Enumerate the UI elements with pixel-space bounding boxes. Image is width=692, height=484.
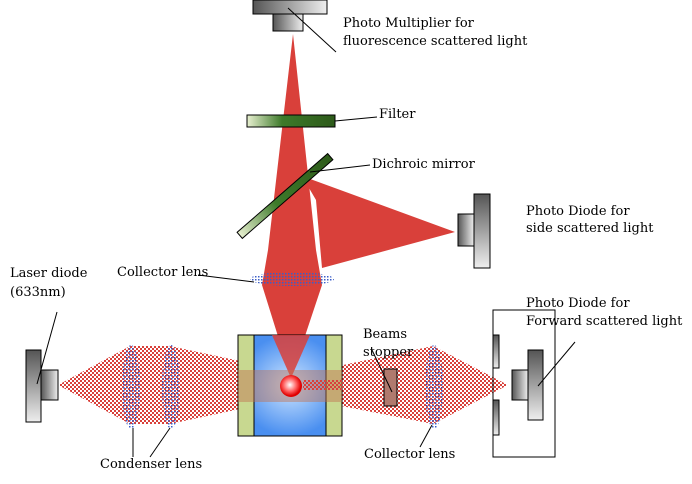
- dichroic-label: Dichroic mirror: [372, 157, 476, 172]
- forward-photo-diode: [492, 309, 556, 458]
- beam-stopper: [383, 368, 398, 407]
- filter: [246, 114, 336, 128]
- laser-diode: [25, 349, 59, 423]
- pmt-label-2: fluorescence scattered light: [343, 34, 528, 49]
- collector-bottom-leader-line: [419, 424, 433, 448]
- fluorescence-beam: [262, 34, 455, 378]
- laser-label-2: (633nm): [10, 285, 66, 300]
- side-photo-diode: [457, 193, 491, 269]
- collector-lens-top: [250, 272, 334, 286]
- condenser-leader-line-2: [149, 427, 171, 458]
- particle: [280, 375, 302, 397]
- forward-diode-label-2: Forward scattered light: [526, 314, 683, 329]
- filter-label: Filter: [379, 107, 416, 122]
- pmt-label-1: Photo Multiplier for: [343, 16, 475, 31]
- collector-lens-bottom: [425, 345, 443, 429]
- laser-label-1: Laser diode: [10, 266, 88, 281]
- condenser-lens-1: [122, 345, 140, 429]
- side-diode-label-1: Photo Diode for: [526, 204, 630, 219]
- collector-top-label: Collector lens: [117, 265, 208, 280]
- dichroic-mirror: [236, 152, 334, 240]
- side-diode-label-2: side scattered light: [526, 221, 654, 236]
- forward-leader-line: [537, 341, 576, 387]
- flow-cell: [237, 334, 383, 437]
- forward-diode-label-1: Photo Diode for: [526, 296, 630, 311]
- stopper-label-1: Beams: [363, 327, 407, 342]
- filter-leader-line: [334, 116, 378, 122]
- photo-multiplier: [252, 0, 328, 32]
- condenser-label: Condenser lens: [100, 457, 202, 472]
- dichroic-leader-line: [309, 164, 371, 173]
- stopper-label-2: stopper: [363, 345, 414, 360]
- collector-bottom-label: Collector lens: [364, 447, 455, 462]
- condenser-lens-2: [162, 345, 180, 429]
- stopper-leader-line: [371, 349, 393, 393]
- pmt-leader-line: [287, 7, 337, 53]
- collector-top-leader-line: [197, 274, 255, 283]
- laser-leader-line: [36, 311, 58, 385]
